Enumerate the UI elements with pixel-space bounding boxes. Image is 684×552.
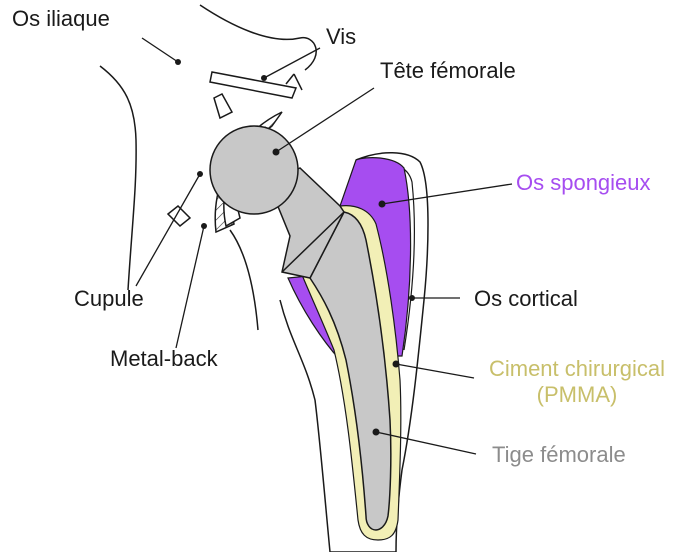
label-pmma: (PMMA)	[472, 382, 682, 408]
label-ciment-chirurgical: Ciment chirurgical	[472, 356, 682, 382]
label-os-spongieux: Os spongieux	[516, 170, 651, 196]
iliac-bone-outline-left	[100, 66, 136, 290]
label-tete-femorale: Tête fémorale	[380, 58, 516, 84]
iliac-bone-outline-lower	[230, 230, 258, 330]
femoral-head	[210, 126, 298, 214]
screw	[210, 72, 302, 98]
label-os-iliaque: Os iliaque	[12, 6, 110, 32]
label-metal-back: Metal-back	[110, 346, 218, 372]
label-tige-femorale: Tige fémorale	[492, 442, 626, 468]
metal-back-spike-top	[214, 94, 232, 118]
label-cupule: Cupule	[74, 286, 144, 312]
label-os-cortical: Os cortical	[474, 286, 578, 312]
label-vis: Vis	[326, 24, 356, 50]
iliac-bone-outline-right	[200, 5, 316, 70]
